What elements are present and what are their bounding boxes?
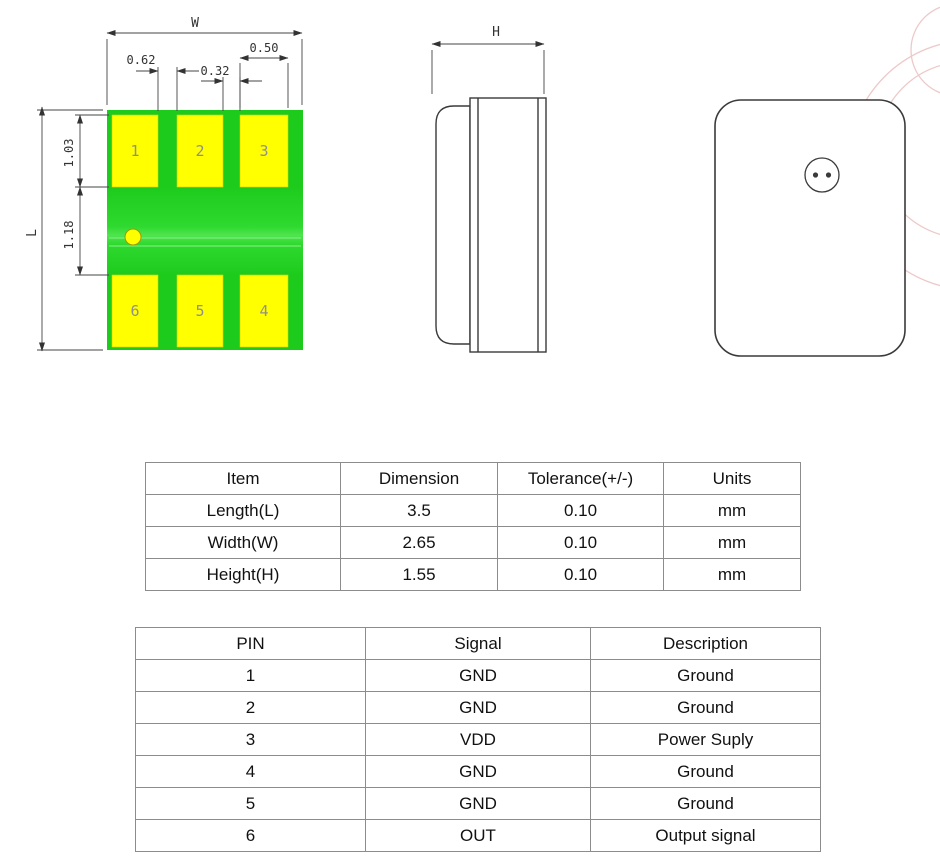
table-row: Length(L) 3.5 0.10 mm xyxy=(145,494,801,527)
pin-table-header-row: PIN Signal Description xyxy=(135,627,821,660)
footprint-view: 1 2 3 6 5 4 W 0.50 0.62 xyxy=(25,16,303,352)
cell-signal: GND xyxy=(365,787,591,820)
cell-description: Ground xyxy=(590,691,821,724)
top-view xyxy=(714,99,906,357)
pad-3-label: 3 xyxy=(259,142,268,160)
pad-5-label: 5 xyxy=(195,302,204,320)
dimension-h xyxy=(431,41,545,94)
port-hole xyxy=(825,172,832,178)
table-row: 5 GND Ground xyxy=(135,787,821,820)
pads-bottom xyxy=(111,274,289,348)
pad-2 xyxy=(176,114,224,188)
dimension-pad-length-label: 1.03 xyxy=(62,139,76,168)
cell-description: Ground xyxy=(590,659,821,692)
cell-dimension: 2.65 xyxy=(340,526,498,559)
dimension-gap-label: 0.32 xyxy=(201,64,230,78)
pcb-mid-band xyxy=(107,187,303,275)
cell-description: Output signal xyxy=(590,819,821,852)
dimension-pitch-label: 0.62 xyxy=(127,53,156,67)
cell-item: Height(H) xyxy=(145,558,341,591)
table-row: 2 GND Ground xyxy=(135,691,821,724)
dimension-w xyxy=(106,30,303,105)
cell-units: mm xyxy=(663,494,801,527)
arc-circle xyxy=(910,6,940,94)
header-item: Item xyxy=(145,462,341,495)
cell-signal: VDD xyxy=(365,723,591,756)
pin1-marker-dot xyxy=(124,228,142,246)
cell-item: Width(W) xyxy=(145,526,341,559)
cell-description: Power Suply xyxy=(590,723,821,756)
dimension-w-label: W xyxy=(191,16,199,31)
header-pin: PIN xyxy=(135,627,366,660)
side-view: H xyxy=(431,25,547,353)
dimension-table-header-row: Item Dimension Tolerance(+/-) Units xyxy=(145,462,801,495)
header-description: Description xyxy=(590,627,821,660)
mic-port-circle xyxy=(804,157,840,193)
cell-signal: OUT xyxy=(365,819,591,852)
header-signal: Signal xyxy=(365,627,591,660)
pad-4 xyxy=(239,274,289,348)
dimension-pad-width-label: 0.50 xyxy=(250,41,279,55)
cell-tolerance: 0.10 xyxy=(497,494,664,527)
header-tolerance: Tolerance(+/-) xyxy=(497,462,664,495)
cell-signal: GND xyxy=(365,691,591,724)
table-row: Width(W) 2.65 0.10 mm xyxy=(145,526,801,559)
table-row: 4 GND Ground xyxy=(135,755,821,788)
cell-pin: 4 xyxy=(135,755,366,788)
cell-signal: GND xyxy=(365,659,591,692)
cell-units: mm xyxy=(663,526,801,559)
pad-numbers: 1 2 3 6 5 4 xyxy=(130,142,268,320)
cell-description: Ground xyxy=(590,787,821,820)
top-outline xyxy=(714,99,906,357)
cell-units: mm xyxy=(663,558,801,591)
dimension-gap xyxy=(201,77,262,111)
dimension-pitch xyxy=(136,67,199,111)
pad-4-label: 4 xyxy=(259,302,268,320)
cell-pin: 1 xyxy=(135,659,366,692)
dimension-mid-gap xyxy=(75,186,109,276)
pad-3 xyxy=(239,114,289,188)
table-row: 3 VDD Power Suply xyxy=(135,723,821,756)
header-units: Units xyxy=(663,462,801,495)
pad-6-label: 6 xyxy=(130,302,139,320)
pad-5 xyxy=(176,274,224,348)
mic-port-holes xyxy=(812,172,832,178)
pad-1-label: 1 xyxy=(130,142,139,160)
cell-pin: 6 xyxy=(135,819,366,852)
dimension-pad-width xyxy=(239,55,289,108)
pad-1 xyxy=(111,114,159,188)
dimension-pad-length xyxy=(75,114,109,188)
side-outline xyxy=(435,97,547,353)
cell-pin: 3 xyxy=(135,723,366,756)
cell-item: Length(L) xyxy=(145,494,341,527)
cell-pin: 5 xyxy=(135,787,366,820)
table-row: 1 GND Ground xyxy=(135,659,821,692)
dimension-h-label: H xyxy=(492,25,500,40)
dimension-l xyxy=(37,106,103,352)
port-hole xyxy=(812,172,819,178)
cell-description: Ground xyxy=(590,755,821,788)
side-flange xyxy=(435,105,471,345)
cell-dimension: 3.5 xyxy=(340,494,498,527)
package-body xyxy=(714,99,906,357)
side-body xyxy=(469,97,547,353)
table-row: Height(H) 1.55 0.10 mm xyxy=(145,558,801,591)
cell-tolerance: 0.10 xyxy=(497,526,664,559)
pad-6 xyxy=(111,274,159,348)
dimension-l-label: L xyxy=(25,229,40,237)
cell-dimension: 1.55 xyxy=(340,558,498,591)
cell-tolerance: 0.10 xyxy=(497,558,664,591)
dimension-table: Item Dimension Tolerance(+/-) Units Leng… xyxy=(145,462,801,591)
header-dimension: Dimension xyxy=(340,462,498,495)
cell-pin: 2 xyxy=(135,691,366,724)
pads-top xyxy=(111,114,289,188)
pin-table: PIN Signal Description 1 GND Ground 2 GN… xyxy=(135,627,821,852)
dimension-mid-gap-label: 1.18 xyxy=(62,221,76,250)
pad-2-label: 2 xyxy=(195,142,204,160)
table-row: 6 OUT Output signal xyxy=(135,819,821,852)
cell-signal: GND xyxy=(365,755,591,788)
